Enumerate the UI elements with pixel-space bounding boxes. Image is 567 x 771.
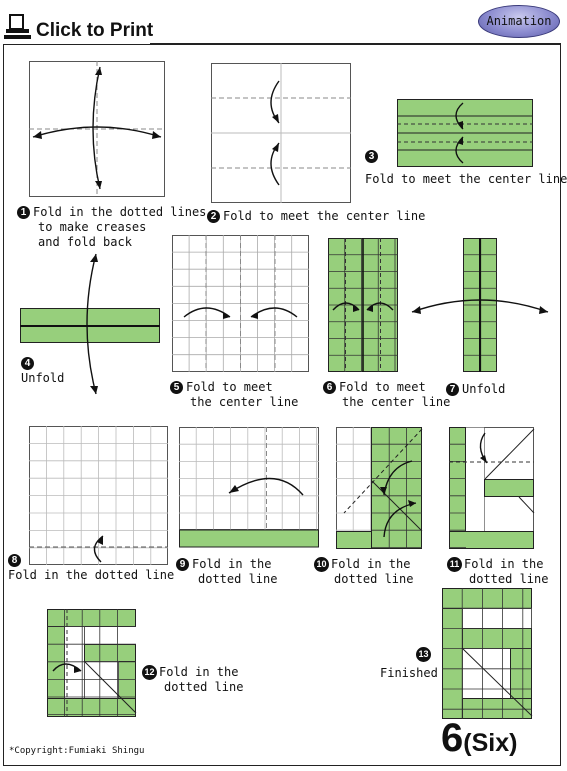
step2-number: 2	[207, 210, 220, 223]
step4-caption: 4 Unfold	[21, 357, 65, 385]
copyright: *Copyright:Fumiaki Shingu	[9, 746, 145, 756]
step3-diagram	[397, 99, 533, 167]
step12-number: 12	[142, 665, 157, 680]
step5-number: 5	[170, 381, 183, 394]
step4-diagram	[20, 253, 160, 395]
step13-number: 13	[416, 647, 431, 662]
step11-number: 11	[447, 557, 462, 572]
printer-icon[interactable]	[4, 14, 32, 45]
step7-number: 7	[446, 383, 459, 396]
step9-diagram	[179, 427, 319, 548]
step6-diagram	[328, 238, 398, 372]
print-link[interactable]: Click to Print	[36, 20, 154, 41]
step13-caption: Finished	[380, 666, 438, 680]
step5-diagram	[172, 235, 309, 372]
result-digit: 6	[441, 716, 464, 760]
step10-number: 10	[314, 557, 329, 572]
step8-diagram	[29, 426, 168, 565]
result-word: (Six)	[463, 729, 518, 757]
step9-number: 9	[176, 558, 189, 571]
step6-number: 6	[323, 381, 336, 394]
step13-finished-six	[442, 588, 533, 719]
header-rule	[150, 43, 561, 45]
animation-button[interactable]: Animation	[478, 5, 560, 38]
step11-diagram	[449, 427, 535, 549]
step4-number: 4	[21, 357, 34, 370]
step7-diagram	[411, 238, 549, 372]
step8-caption: 8 Fold in the dotted line	[8, 554, 175, 582]
step10-diagram	[336, 427, 423, 549]
instructions-frame	[3, 44, 561, 766]
step8-number: 8	[8, 554, 21, 567]
result-label: 6(Six)	[441, 716, 517, 761]
step1-diagram	[29, 61, 165, 197]
step3-number-wrap: 3	[365, 149, 381, 164]
step2-diagram	[211, 63, 351, 203]
step13-number-wrap: 13	[416, 647, 433, 662]
step12-diagram	[47, 609, 137, 717]
step3-caption: Fold to meet the center line	[365, 172, 567, 186]
step3-number: 3	[365, 150, 378, 163]
step1-number: 1	[17, 206, 30, 219]
